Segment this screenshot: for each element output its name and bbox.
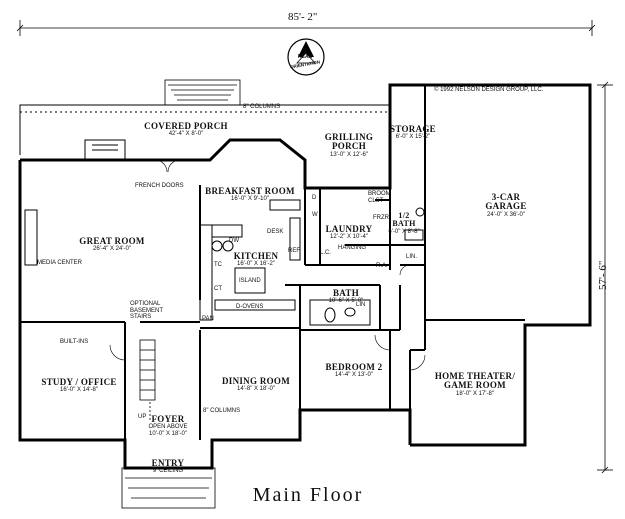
note-built-ins: BUILT-INS	[60, 339, 89, 345]
foyer-label: FOYER OPEN ABOVE 10'-0" X 18'-0"	[148, 414, 188, 437]
note-d-ovens: D-OVENS	[236, 304, 264, 310]
note-lin-halfbath: LIN.	[406, 254, 418, 260]
breakfast-room-label: BREAKFAST ROOM 16'-0" X 9'-10"	[205, 186, 295, 203]
great-room-label: GREAT ROOM 26'-4" X 24'-0"	[79, 236, 145, 253]
grilling-porch-label: GRILLING PORCH 13'-0" X 12'-6"	[324, 132, 374, 158]
note-washer: W	[312, 212, 318, 218]
laundry-label: LAUNDRY 12'-2" X 10'-4"	[325, 224, 373, 241]
home-theater-label: HOME THEATER/ GAME ROOM 18'-0" X 17'-8"	[434, 371, 516, 397]
note-pan: PAN	[202, 316, 214, 322]
entry-label: ENTRY 9' CEILING	[151, 458, 185, 475]
compass-label-rear: REAR	[298, 54, 313, 60]
note-lin-bath: LIN	[356, 302, 366, 308]
note-media-center: MEDIA CENTER	[37, 260, 83, 266]
kitchen-counters	[199, 199, 301, 321]
note-island: ISLAND	[239, 278, 261, 284]
note-ref: REF	[288, 248, 300, 254]
covered-porch-label: COVERED PORCH 42'-4" X 8'-0"	[144, 121, 228, 138]
exterior-walls	[18, 83, 592, 470]
rear-steps	[164, 79, 241, 106]
storage-label: STORAGE 6'-0" X 15'-2"	[390, 124, 436, 141]
foyer-stairs	[139, 339, 156, 420]
plan-title: Main Floor	[252, 484, 364, 506]
note-lc: L.C.	[320, 250, 332, 256]
note-freezer: FRZR	[373, 215, 389, 221]
interior-walls	[20, 85, 525, 440]
note-desk: DESK	[267, 229, 284, 235]
width-dimension: 85'- 2"	[288, 11, 318, 23]
note-ra: R.A.	[376, 263, 388, 269]
copyright-notice: © 1992 NELSON DESIGN GROUP, LLC.	[434, 87, 544, 93]
bedroom-2-label: BEDROOM 2 14'-4" X 13'-0"	[325, 362, 383, 379]
door-swings	[109, 159, 426, 371]
depth-dimension: 57'- 6"	[597, 260, 609, 290]
kitchen-label: KITCHEN 16'-0" X 16'-2"	[233, 251, 279, 268]
note-french-doors: FRENCH DOORS	[135, 183, 184, 189]
width-dimension-line	[16, 20, 596, 36]
note-up: UP	[138, 414, 147, 420]
note-ct: CT	[214, 286, 222, 292]
note-dw: DW	[229, 238, 239, 244]
note-columns-bottom: 8" COLUMNS	[203, 408, 241, 414]
note-hanging: HANGING	[338, 245, 367, 251]
fireplace	[24, 139, 126, 266]
note-tc: TC	[214, 262, 222, 268]
note-broom-closet: BROOM CLST	[368, 191, 391, 204]
front-steps	[121, 467, 216, 509]
dining-room-label: DINING ROOM 14'-8" X 18'-0"	[221, 376, 291, 393]
study-office-label: STUDY / OFFICE 16'-0" X 14'-8"	[41, 377, 117, 394]
compass-rose	[287, 38, 325, 76]
note-dryer: D	[312, 195, 317, 201]
note-optional-stairs: OPTIONAL BASEMENT STAIRS	[130, 301, 164, 321]
bath-fixtures	[309, 207, 425, 326]
bath-label: BATH 10'-6" X 5'-0"	[328, 288, 364, 305]
half-bath-label: 1/2 BATH 6'-0" X 8'-8"	[388, 211, 420, 235]
depth-dimension-line	[597, 81, 613, 474]
note-columns-top: 8" COLUMNS	[243, 104, 281, 110]
garage-label: 3-CAR GARAGE 24'-0" X 36'-0"	[485, 192, 527, 218]
